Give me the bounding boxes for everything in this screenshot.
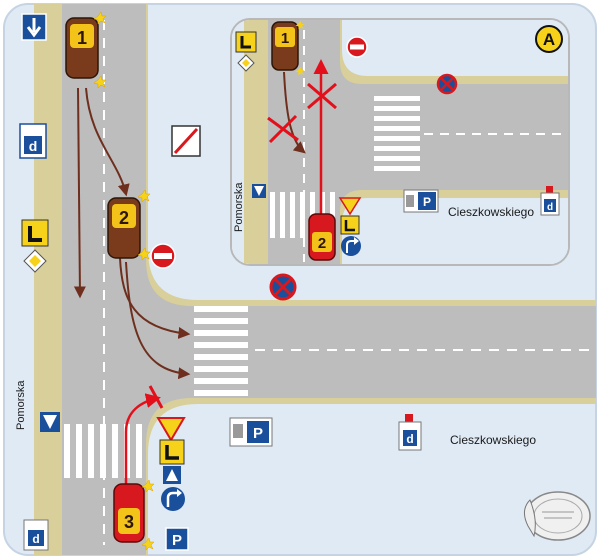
panel-a-badge: A [535,25,563,53]
car-1-indicator-icon [93,11,107,25]
side-road-sign-icon [21,219,49,247]
inset-side-road-sign-icon [235,31,257,72]
path-car2-upper [119,257,191,339]
inset-cross-mark-icon [307,82,337,110]
svg-text:d: d [29,138,38,154]
inset-car-1-indicator-icon [295,67,305,76]
no-entry-sign-icon [150,243,176,269]
car-3: 3 [113,479,155,551]
path-car1-curve [85,87,130,197]
one-way-down-sign-icon [21,13,47,41]
svg-text:d: d [406,432,413,446]
car-3-roof [118,508,140,534]
path-car1-straight [73,87,86,299]
path-car3-turn [124,393,161,484]
svg-text:P: P [423,195,431,209]
svg-text:P: P [253,425,263,442]
svg-text:d: d [547,202,553,213]
parking-sign-icon: P [165,527,189,551]
car-1-indicator-icon [93,75,107,89]
inset-car-1-number: 1 [281,30,289,47]
car-2-roof [112,204,136,228]
stop-mark [148,385,164,409]
car-3-indicator-icon [141,537,155,551]
path-car2-lower [125,261,191,380]
cieszkowskiego-street-label: Cieszkowskiego [450,433,536,447]
inset-crosswalk-cieszkowskiego [374,96,420,171]
inset-cross-mark-icon [267,114,299,144]
inset-parking-meter-sign-icon: P [403,189,439,213]
inset-no-entry-sign-icon [346,36,368,58]
car-2: 2 [107,189,151,261]
priority-road-sign-icon [23,249,47,273]
speed-bump-sign-icon [40,412,60,432]
parking-zone-sign-icon: d [19,123,47,159]
pomorska-street-label: Pomorska [15,380,27,430]
inset-speed-bump-sign-icon [252,184,266,198]
inset-panel-a: 1 2 [230,18,570,266]
car-paths-brown [73,87,191,380]
cieszkowskiego-road [146,260,596,444]
inset-car-1: 1 [271,21,305,76]
crosswalk-cieszkowskiego [194,306,248,396]
inset-car-2-number: 2 [318,235,326,252]
car-3-number: 3 [124,512,134,532]
car-1-number: 1 [77,28,87,48]
inset-turn-right-sign-icon [341,236,361,256]
inset-car-1-indicator-icon [295,21,305,30]
inset-give-way-sign-icon [338,197,362,235]
car-1: 1 [65,11,107,89]
car-3-indicator-icon [141,479,155,493]
svg-text:d: d [32,532,39,546]
car-1-roof [70,24,94,48]
paid-parking-zone-sign-icon: d [398,414,422,451]
inset-car-2: 2 [308,213,336,261]
no-stopping-sign-icon [269,273,297,301]
svg-text:P: P [172,532,182,549]
car-2-indicator-icon [137,189,151,203]
car-2-number: 2 [119,208,129,228]
parking-meter-sign-icon: P [229,417,273,447]
inset-no-stopping-sign-icon [436,73,458,95]
publisher-stamp-logo-icon [524,491,591,541]
inset-pomorska-street-label: Pomorska [233,182,245,232]
car-2-indicator-icon [137,247,151,261]
end-of-priority-road-sign-icon [171,125,201,157]
inset-paid-parking-zone-sign-icon: d [540,186,560,216]
parking-zone-sign-bottom-icon: d [23,519,49,551]
panel-a-badge-letter: A [543,30,555,49]
turn-right-mandatory-sign-icon [161,487,185,511]
pedestrian-crossing-sign-icon [163,466,181,484]
inset-cieszkowskiego-street-label: Cieszkowskiego [448,205,534,219]
give-way-sign-icon [156,417,186,465]
